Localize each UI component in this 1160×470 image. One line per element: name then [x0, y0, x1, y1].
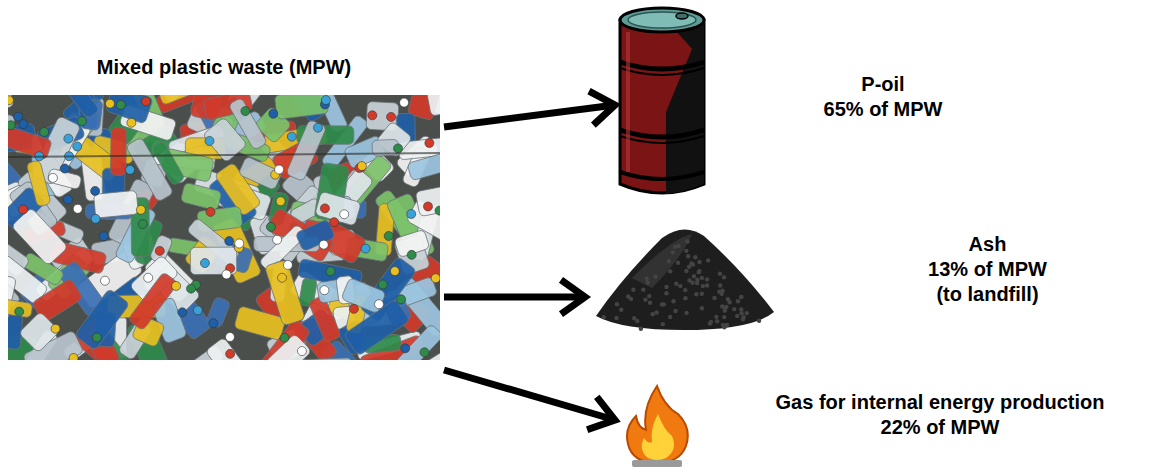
- product-name: Ash: [920, 232, 1055, 257]
- flow-arrow: [444, 282, 585, 312]
- arrow-head: [592, 93, 615, 123]
- arrow-head: [564, 282, 585, 312]
- product-share: 13% of MPW (to landfill): [920, 257, 1055, 307]
- arrow-shaft: [444, 370, 615, 420]
- product-share: 22% of MPW: [725, 415, 1155, 440]
- text-group: Gas for internal energy production22% of…: [725, 390, 1155, 440]
- product-share: 65% of MPW: [813, 97, 953, 122]
- text-group: Mixed plastic waste (MPW): [8, 55, 440, 80]
- arrow-shaft: [444, 294, 585, 301]
- oil-barrel: [614, 2, 710, 202]
- arrow-shaft: [444, 105, 615, 127]
- flow-arrow: [444, 93, 615, 127]
- flame-icon: [620, 384, 694, 468]
- arrow-head: [590, 400, 615, 429]
- product-name: P-oil: [813, 72, 953, 97]
- product-node: P-oil65% of MPW: [615, 0, 960, 200]
- text-group: Ash13% of MPW (to landfill): [920, 232, 1055, 307]
- input-photo-node: Mixed plastic waste (MPW): [8, 55, 444, 360]
- product-node: Gas for internal energy production22% of…: [615, 378, 1160, 470]
- text-group: P-oil65% of MPW: [813, 72, 953, 122]
- ash-pile: [592, 208, 778, 338]
- flow-arrow: [444, 370, 615, 429]
- product-node: Ash13% of MPW (to landfill): [585, 205, 1080, 340]
- diagram-heading: Mixed plastic waste (MPW): [8, 55, 440, 80]
- product-name: Gas for internal energy production: [725, 390, 1155, 415]
- plastic-photo: [8, 95, 440, 360]
